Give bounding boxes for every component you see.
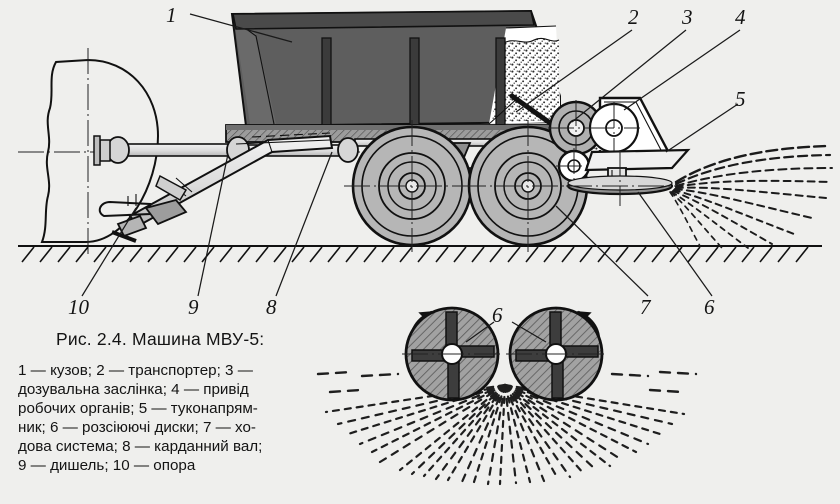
ground-hatching: [21, 246, 809, 263]
callout-9: 9: [188, 295, 199, 319]
ground-line-group: [18, 245, 822, 263]
hopper-rib: [321, 37, 332, 131]
callout-2: 2: [628, 5, 639, 29]
callout-leaders-side: [81, 13, 741, 297]
legend-line: робочих органів; 5 — туконапрям-: [18, 400, 258, 417]
drawbar-assembly: [93, 132, 359, 243]
leader-3: [571, 29, 687, 123]
legend-line: 1 — кузов; 2 — транспортер; 3 —: [18, 362, 254, 379]
fertilizer-fill: [492, 38, 559, 122]
legend-line: дова система; 8 — карданний вал;: [18, 438, 262, 455]
leader-6-left: [465, 321, 495, 343]
fertilizer-spray-trajectories: [669, 144, 833, 249]
leader-4: [623, 29, 741, 111]
leader-10: [81, 207, 137, 297]
callout-4: 4: [735, 5, 746, 29]
callout-numbers-side: 1 2 3 4 5 7 6 8 9 10: [68, 3, 746, 319]
plan-view-group: 6: [316, 303, 698, 486]
leader-2: [515, 29, 633, 113]
legend-line: ник; 6 — розсіюючі диски; 7 — хо-: [18, 419, 256, 436]
leader-6-right: [511, 321, 547, 343]
leader-9: [197, 153, 229, 297]
callout-1: 1: [166, 3, 177, 27]
legend-line: 9 — дишель; 10 — опора: [18, 457, 196, 474]
universal-joint-hitch: [337, 137, 359, 163]
spreading-disc-side: [566, 150, 676, 206]
leader-7: [555, 205, 649, 297]
callout-3: 3: [681, 5, 693, 29]
universal-joint-front: [93, 135, 130, 166]
leader-5: [665, 103, 739, 153]
side-elevation-group: [18, 9, 833, 263]
caption-title: Рис. 2.4. Машина МВУ-5:: [56, 329, 264, 349]
leader-6: [637, 191, 713, 297]
figure-caption: Рис. 2.4. Машина МВУ-5: 1 — кузов; 2 — т…: [18, 329, 264, 474]
hopper-rib: [409, 37, 420, 131]
cardan-shaft-tube: [125, 143, 243, 157]
broadcast-pattern: [316, 370, 698, 486]
callout-6: 6: [704, 295, 715, 319]
wheel-front: [344, 120, 480, 252]
callout-leaders-plan: [465, 321, 547, 343]
drive-assembly: [509, 93, 672, 184]
tractor-wheel-outline: [40, 48, 160, 254]
leader-8: [275, 151, 333, 297]
hitch-eye: [98, 200, 151, 218]
legend-line: дозувальна заслінка; 4 — привід: [18, 381, 249, 398]
callout-7: 7: [640, 295, 652, 319]
leader-1: [189, 13, 293, 43]
callout-6-plan: 6: [492, 303, 503, 327]
spreading-disc-left: [402, 306, 502, 402]
drive-drum: [588, 102, 640, 154]
callout-10: 10: [68, 295, 90, 319]
callout-8: 8: [266, 295, 277, 319]
callout-5: 5: [735, 87, 746, 111]
spreading-disc-right: [506, 306, 606, 402]
hopper-body: [230, 9, 561, 131]
